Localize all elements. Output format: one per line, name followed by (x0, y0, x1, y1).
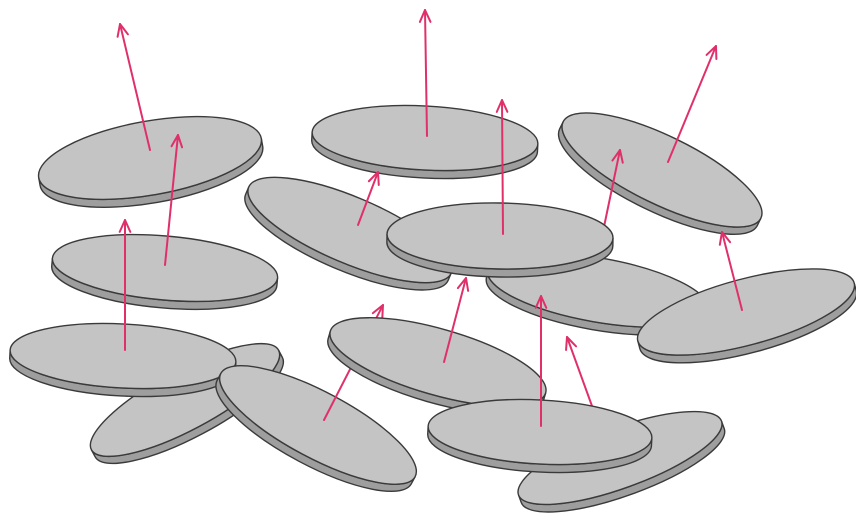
disc-8 (629, 251, 856, 380)
vector-shaft (502, 100, 503, 234)
disc-2 (310, 100, 539, 184)
disc-5 (49, 226, 280, 317)
disc-10 (8, 318, 237, 402)
disc-1 (32, 102, 269, 222)
director-vector-10 (566, 337, 592, 406)
vector-shaft (567, 337, 592, 406)
disc-face (50, 226, 281, 309)
director-vector-3 (668, 46, 716, 162)
vector-shaft (668, 46, 716, 162)
disc-14 (426, 394, 653, 478)
